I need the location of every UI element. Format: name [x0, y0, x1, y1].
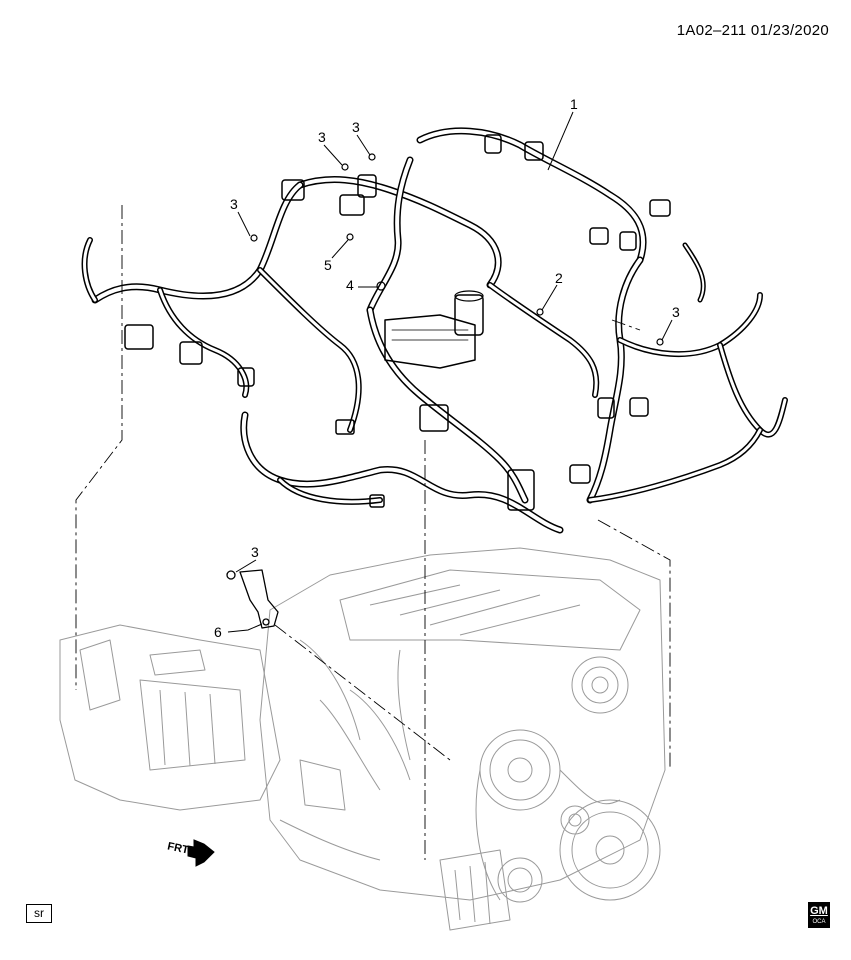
- callout-4: 4: [346, 277, 354, 293]
- callout-3-d: 3: [672, 304, 680, 320]
- leader-lines: [227, 111, 673, 633]
- callout-2: 2: [555, 270, 563, 286]
- engine-assembly: [59, 547, 666, 931]
- gm-logo-text: GM: [810, 905, 828, 917]
- callout-5: 5: [324, 257, 332, 273]
- callout-3-e: 3: [251, 544, 259, 560]
- gm-logo: GM OCA: [808, 902, 830, 928]
- callout-6: 6: [214, 624, 222, 640]
- sr-label-box: sr: [26, 904, 52, 923]
- harness-bracket: [226, 569, 279, 629]
- gm-logo-subtext: OCA: [812, 919, 826, 925]
- callout-3-c: 3: [230, 196, 238, 212]
- front-direction-arrow: FRT: [166, 839, 215, 867]
- engine-wiring-harness: [81, 127, 788, 534]
- alignment-lines: [75, 205, 671, 860]
- diagram-code-date: 1A02–211 01/23/2020: [676, 22, 829, 39]
- callout-1: 1: [570, 96, 578, 112]
- frt-label: FRT: [166, 840, 190, 856]
- callout-3-b: 3: [352, 119, 360, 135]
- callout-3-a: 3: [318, 129, 326, 145]
